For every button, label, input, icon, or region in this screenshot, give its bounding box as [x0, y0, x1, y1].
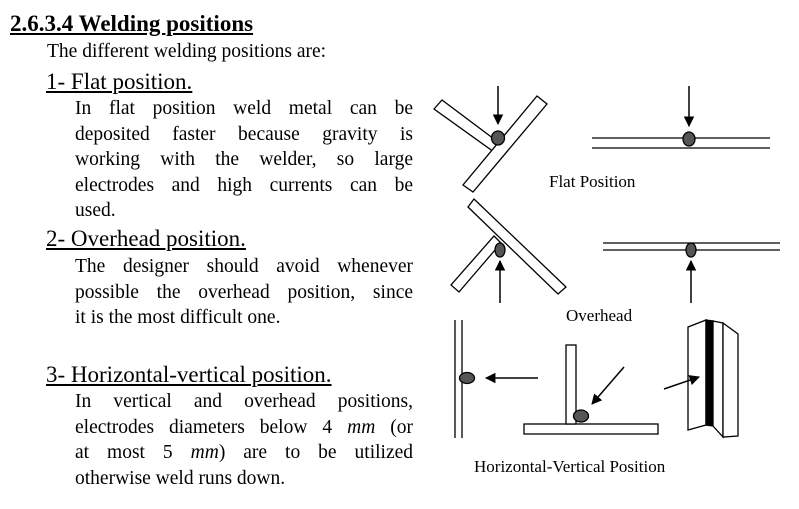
section-1-title: 1- Flat position. — [46, 68, 192, 96]
paragraph-line: possible the overhead position, since — [75, 281, 413, 303]
section-1-paragraph: In flat position weld metal can be depos… — [75, 96, 413, 224]
weld-bead-icon — [458, 371, 476, 385]
flat-fillet-diagram — [433, 86, 548, 193]
weld-bead-icon — [682, 131, 696, 147]
paragraph-line: The designer should avoid whenever — [75, 256, 413, 277]
paragraph-line: electrodes and high currents can be — [75, 174, 413, 196]
horizontal-vertical-caption: Horizontal-Vertical Position — [474, 457, 666, 476]
paragraph-line: it is the most difficult one. — [75, 307, 281, 328]
weld-bead-icon — [490, 130, 506, 146]
paragraph-line: working with the welder, so large — [75, 149, 413, 170]
paragraph-line: at most 5 mm) are to be utilized — [75, 442, 414, 463]
section-2-title: 2- Overhead position. — [46, 225, 246, 253]
intro-text: The different welding positions are: — [47, 41, 327, 62]
flat-butt-diagram — [592, 86, 770, 149]
section-1-title-text: 1- Flat position. — [46, 69, 193, 94]
paragraph-line: deposited faster because gravity is — [75, 123, 413, 145]
flat-position-caption: Flat Position — [549, 172, 636, 191]
section-heading: 2.6.3.4 Welding positions — [10, 11, 254, 36]
section-3-paragraph: In vertical and overhead positions, elec… — [75, 389, 413, 491]
section-2-title-text: 2- Overhead position. — [46, 226, 246, 251]
section-3-title-text: 3- Horizontal-vertical position. — [46, 362, 332, 387]
weld-bead-icon — [572, 409, 590, 423]
weld-bead-icon — [685, 242, 697, 258]
overhead-caption: Overhead — [566, 306, 633, 325]
weld-bead-icon — [494, 242, 506, 258]
overhead-butt-diagram — [603, 242, 780, 303]
paragraph-line: electrodes diameters below 4 mm (or — [75, 416, 413, 438]
horizontal-vertical-tee-diagram — [523, 344, 659, 435]
paragraph-line: otherwise weld runs down. — [75, 467, 286, 489]
horizontal-vertical-plate-diagram — [454, 320, 538, 438]
section-2-paragraph: The designer should avoid whenever possi… — [75, 254, 413, 331]
horizontal-vertical-3d-plates-diagram — [663, 319, 739, 439]
paragraph-line: used. — [75, 200, 116, 221]
overhead-fillet-diagram — [450, 198, 567, 303]
section-3-title: 3- Horizontal-vertical position. — [46, 361, 332, 389]
paragraph-line: In flat position weld metal can be — [75, 98, 413, 119]
paragraph-line: In vertical and overhead positions, — [75, 391, 413, 412]
